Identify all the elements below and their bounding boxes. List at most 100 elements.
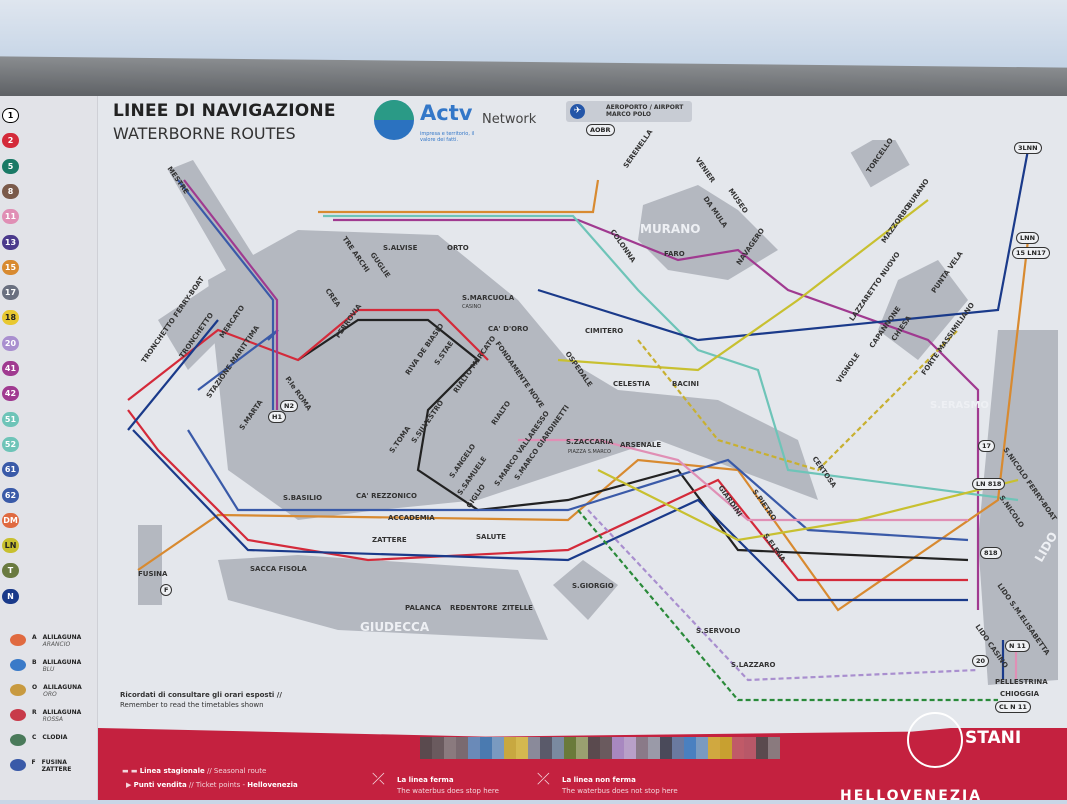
title-italian: LINEE DI NAVIGAZIONE [113, 101, 336, 121]
stop-label: PIAZZA S.MARCO [568, 449, 611, 455]
route-line-mestre [177, 179, 275, 410]
stop-lines-badge: 17 [978, 440, 996, 452]
line-code: R [32, 709, 37, 716]
color-strip [420, 737, 780, 759]
seasonal-legend: ▬ ▬ Linea stagionale // Seasonal route [122, 767, 267, 775]
airport-lines-badge: AOBR [586, 124, 615, 136]
stop-lines-badge: LN 818 [972, 478, 1006, 490]
color-swatch [636, 737, 648, 759]
boat-line-icon [10, 634, 26, 646]
color-swatch [648, 737, 660, 759]
line-badge-13: 13 [2, 234, 19, 250]
route-map [127, 140, 1058, 702]
actv-logo-icon [374, 100, 414, 140]
color-swatch [444, 737, 456, 759]
line-code: O [32, 684, 38, 691]
color-swatch [552, 737, 564, 759]
route-line-15 [137, 179, 1030, 612]
line-badge-LN: LN [2, 538, 19, 554]
ticket-legend: ▶ Punti vendita // Ticket points - Hello… [126, 781, 298, 789]
line-badge-2: 2 [2, 133, 19, 149]
color-swatch [660, 737, 672, 759]
route-lines [127, 149, 1030, 702]
area-sant-erasmo: S.ERASMO [930, 400, 989, 411]
no-stop-icon: ⤫ [537, 769, 550, 788]
line-code: C [32, 734, 37, 741]
color-swatch [696, 737, 708, 759]
color-swatch [456, 737, 468, 759]
line-badge-41: 41 [2, 361, 19, 376]
boat-line-icon [10, 659, 26, 671]
brand-tagline: impresa e territorio, il valore dei fatt… [420, 131, 475, 143]
color-swatch [756, 737, 768, 759]
color-swatch [732, 737, 744, 759]
route-line-LN [557, 199, 1019, 542]
color-swatch [720, 737, 732, 759]
color-swatch [588, 737, 600, 759]
color-swatch [684, 737, 696, 759]
line-badge-20: 20 [2, 335, 19, 351]
stop-lines-badge: N 11 [1005, 640, 1030, 652]
line-code: B [32, 659, 37, 666]
color-swatch [432, 737, 444, 759]
color-swatch [528, 737, 540, 759]
stop-lines-badge: 20 [972, 655, 990, 667]
stop-label: ACCADEMIA [388, 514, 435, 522]
color-swatch [492, 737, 504, 759]
stop-label: ORTO [447, 244, 469, 252]
line-badge-8: 8 [2, 183, 19, 199]
line-badge-61: 61 [2, 462, 19, 478]
stop-label: CHIOGGIA [1000, 690, 1040, 698]
color-swatch [420, 737, 432, 759]
san-giorgio-island [553, 560, 618, 620]
color-swatch [540, 737, 552, 759]
stop-lines-badge: CL N 11 [995, 701, 1031, 713]
line-badge-62: 62 [2, 487, 19, 503]
title-english: WATERBORNE ROUTES [113, 124, 296, 143]
stop-label: FARO [664, 250, 685, 258]
color-swatch [600, 737, 612, 759]
stop-label: REDENTORE [450, 604, 498, 612]
stop-label: CA' REZZONICO [356, 492, 417, 500]
stop-label: S.ALVISE [383, 244, 418, 252]
stop-label: CASINO [462, 304, 482, 310]
stop-label: BACINI [672, 380, 699, 388]
stop-label: PELLESTRINA [995, 678, 1048, 686]
route-line-N [127, 149, 1030, 602]
line-badge-42: 42 [2, 386, 19, 402]
stop-lines-badge: F [160, 584, 173, 596]
route-line-2 [127, 308, 968, 582]
stop-label: S.SERVOLO [696, 627, 741, 635]
sant-erasmo-island [878, 260, 968, 360]
color-swatch [708, 737, 720, 759]
stop-label: ARSENALE [620, 441, 662, 449]
color-swatch [564, 737, 576, 759]
stop-label: S.LAZZARO [731, 661, 776, 669]
color-swatch [768, 737, 780, 759]
stop-label: FUSINA [138, 570, 168, 578]
stop-label: CA' D'ORO [488, 325, 529, 333]
stop-lines-badge: 818 [980, 547, 1002, 559]
watermark-text: STANI [965, 728, 1022, 748]
route-line-1 [297, 318, 969, 562]
line-badge-18: 18 [2, 310, 19, 326]
stop-lines-badge: N2 [280, 400, 298, 412]
stops-icon: ⤫ [372, 769, 385, 788]
stop-lines-badge: 15 LN17 [1012, 247, 1050, 259]
venice-historic-centre [208, 230, 818, 520]
boat-line-icon [10, 684, 26, 696]
stop-lines-badge: 3LNN [1014, 142, 1042, 154]
tronchetto-island [158, 280, 248, 370]
line-name: FUSINA ZATTERE [41, 759, 72, 773]
